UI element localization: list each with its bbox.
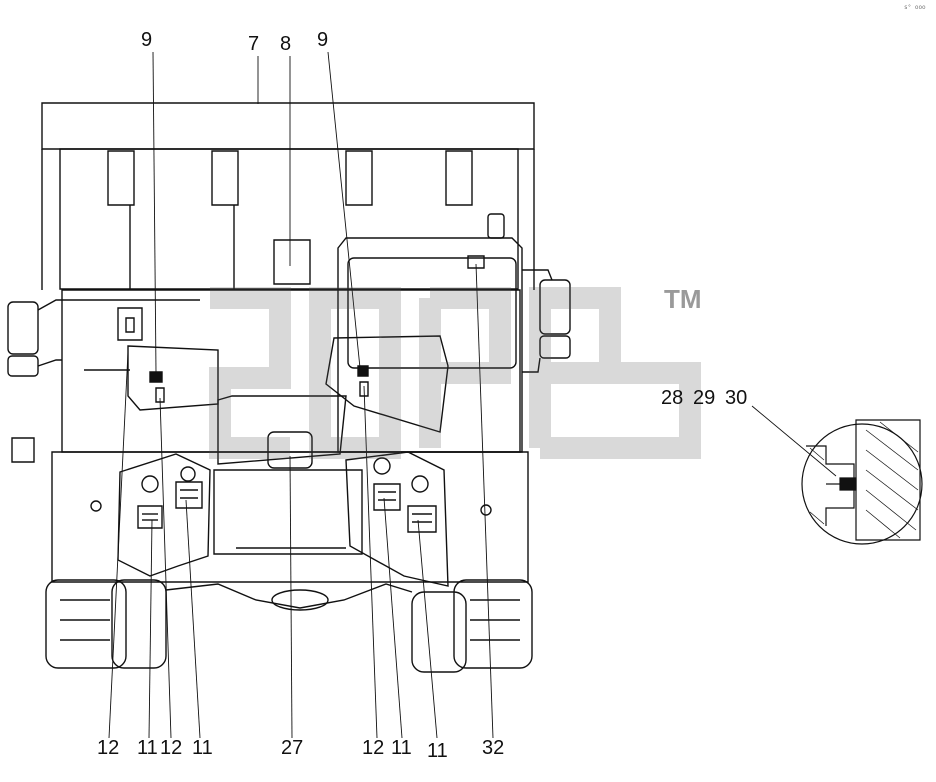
body-ribs: [108, 151, 472, 290]
callout-11-b: 11: [192, 737, 213, 759]
callout-9-left: 9: [141, 29, 153, 51]
left-decal-box: [118, 308, 142, 340]
rear-wheels: [46, 580, 532, 672]
callout-9-right: 9: [317, 29, 329, 51]
right-bracket: [326, 336, 448, 432]
right-mudguard: [346, 452, 448, 586]
center-cover: [218, 396, 346, 464]
left-bracket: [128, 346, 218, 410]
dump-body-back: [60, 149, 518, 289]
rear-axle: [166, 584, 412, 608]
callout-12-b: 12: [160, 737, 183, 759]
leader-lines: [109, 52, 836, 738]
watermark-logo: [190, 278, 720, 468]
callout-27: 27: [281, 737, 304, 759]
callout-30: 30: [725, 387, 748, 409]
callout-8: 8: [280, 33, 292, 55]
callout-32: 32: [482, 737, 505, 759]
callout-28: 28: [661, 387, 684, 409]
right-mirror: [522, 270, 570, 372]
lower-chassis: [52, 452, 528, 582]
callout-12-c: 12: [362, 737, 385, 759]
callout-11-c: 11: [391, 737, 412, 759]
left-mirror: [8, 300, 62, 462]
left-mudguard: [118, 454, 210, 576]
dump-body-top-rail: [42, 103, 534, 149]
corner-mark: s° ooo: [904, 4, 926, 11]
rear-plate-8: [274, 240, 310, 284]
detail-view-28-29-30: [802, 420, 922, 544]
callout-29: 29: [693, 387, 716, 409]
callout-11-a: 11: [137, 737, 158, 759]
callout-7: 7: [248, 33, 260, 55]
rear-window: [348, 258, 516, 368]
callout-11-d: 11: [427, 740, 448, 762]
trademark-mark: TM: [664, 284, 702, 314]
callout-12-a: 12: [97, 737, 120, 759]
tail-lights: [138, 458, 436, 532]
rear-cross-plate: [214, 470, 362, 554]
beacon-light: [488, 214, 504, 238]
